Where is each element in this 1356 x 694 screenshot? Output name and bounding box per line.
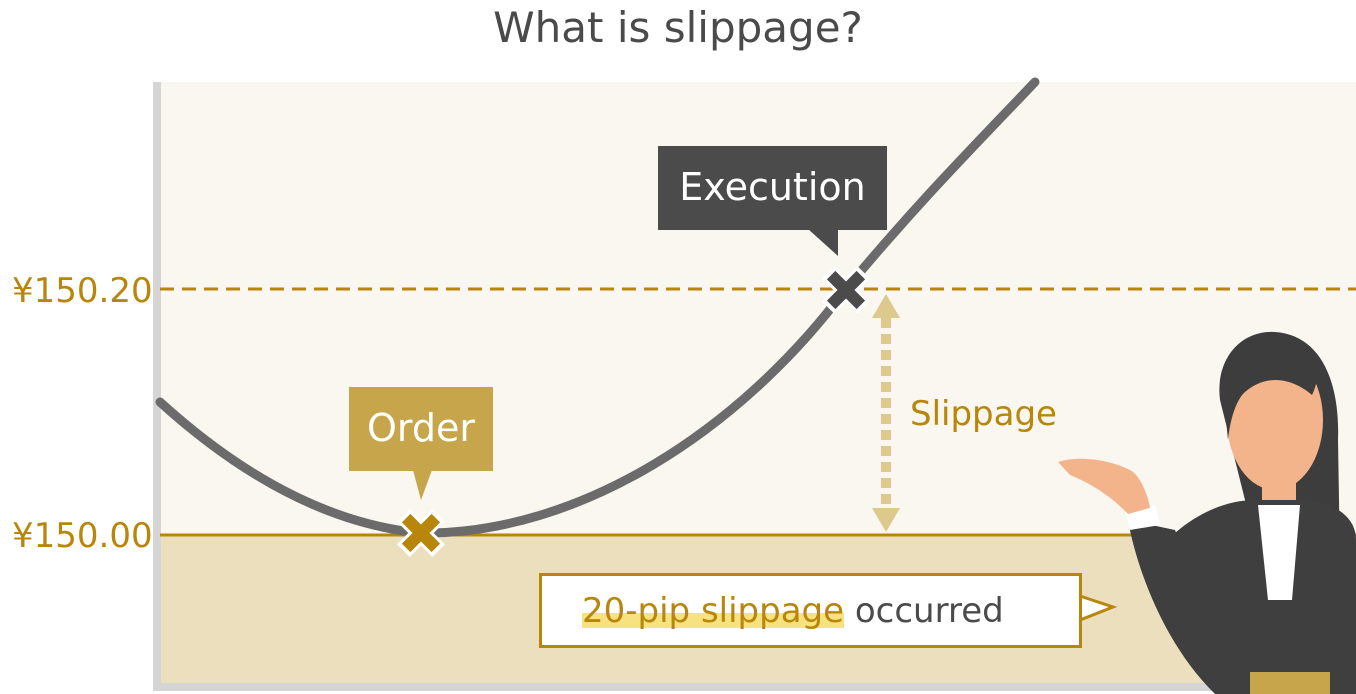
speech-bubble: 20-pip slippage occurred (539, 573, 1082, 648)
diagram-title: What is slippage? (493, 3, 863, 52)
businesswoman-illustration (1058, 331, 1356, 694)
execution-callout-tail (808, 229, 838, 256)
speech-highlight: 20-pip slippage (582, 591, 845, 631)
execution-callout: Execution (658, 146, 887, 230)
execution-x-marker (821, 265, 871, 315)
lower-price-label: ¥150.00 (12, 516, 153, 556)
speech-rest: occurred (844, 591, 1004, 631)
slippage-label: Slippage (910, 394, 1057, 434)
order-callout-tail (413, 470, 432, 500)
price-curve (155, 77, 1040, 538)
order-x-marker (396, 508, 446, 558)
y-axis-line (153, 82, 161, 686)
order-callout: Order (349, 387, 493, 471)
slippage-arrow (872, 294, 900, 532)
x-axis-line (153, 683, 1356, 691)
upper-price-label: ¥150.20 (12, 271, 153, 311)
